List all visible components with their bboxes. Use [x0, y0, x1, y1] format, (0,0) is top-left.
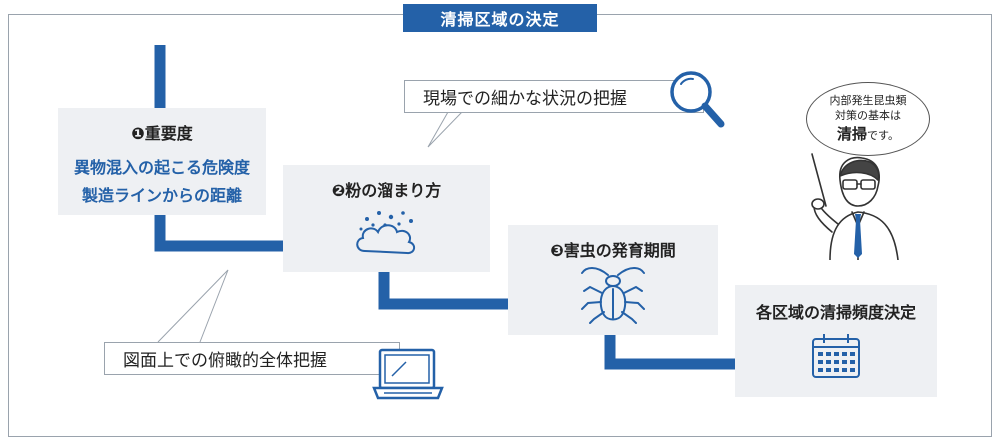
step-1-box: ❶重要度 異物混入の起こる危険度 製造ラインからの距離	[58, 108, 266, 215]
step-2-box: ❷粉の溜まり方	[283, 165, 490, 272]
diagram-title: 清掃区域の決定	[403, 4, 597, 32]
arrow-step1-to-step2	[154, 215, 305, 252]
speech-line-2: 対策の基本は	[835, 109, 901, 122]
callout-bottom-text: 図面上での俯瞰的全体把握	[123, 351, 327, 371]
presenter-icon	[811, 153, 899, 260]
step-3-label: 害虫の発育期間	[563, 241, 676, 260]
step-1-title: ❶重要度	[58, 120, 266, 144]
callout-top: 現場での細かな状況の把握	[404, 80, 704, 113]
callout-top-pointer	[427, 111, 463, 148]
step-2-title: ❷粉の溜まり方	[283, 177, 490, 201]
dust-icon	[356, 211, 415, 255]
speech-line-1: 内部発生昆虫類	[829, 94, 907, 107]
step-1-line-2: 製造ラインからの距離	[81, 186, 242, 205]
step-3-title: ❸害虫の発育期間	[508, 237, 718, 261]
magnifier-icon	[670, 71, 725, 128]
result-title: 各区域の清掃頻度決定	[755, 303, 916, 322]
callout-bottom: 図面上での俯瞰的全体把握	[104, 342, 400, 375]
step-2-number: ❷	[331, 181, 346, 200]
step-2-label: 粉の溜まり方	[345, 181, 442, 200]
arrow-step2-to-step3	[378, 272, 528, 310]
callout-bottom-pointer	[157, 269, 229, 343]
callout-top-text: 現場での細かな状況の把握	[423, 89, 627, 109]
step-1-label: 重要度	[144, 124, 193, 143]
step-3-box: ❸害虫の発育期間	[508, 225, 718, 335]
arrow-step3-to-result	[604, 335, 752, 370]
result-box: 各区域の清掃頻度決定	[735, 285, 937, 397]
calendar-icon	[812, 334, 860, 378]
cockroach-icon	[581, 267, 645, 324]
speech-emphasis: 清掃	[837, 125, 868, 143]
laptop-icon	[372, 348, 444, 400]
step-1-number: ❶	[131, 124, 145, 143]
speech-suffix: です。	[867, 129, 899, 142]
speech-line-3: 清掃です。	[807, 123, 929, 144]
presenter-tie	[854, 214, 862, 258]
step-3-number: ❸	[550, 241, 564, 260]
step-1-line-1: 異物混入の起こる危険度	[73, 158, 250, 177]
speech-bubble: 内部発生昆虫類 対策の基本は 清掃です。	[806, 82, 930, 156]
